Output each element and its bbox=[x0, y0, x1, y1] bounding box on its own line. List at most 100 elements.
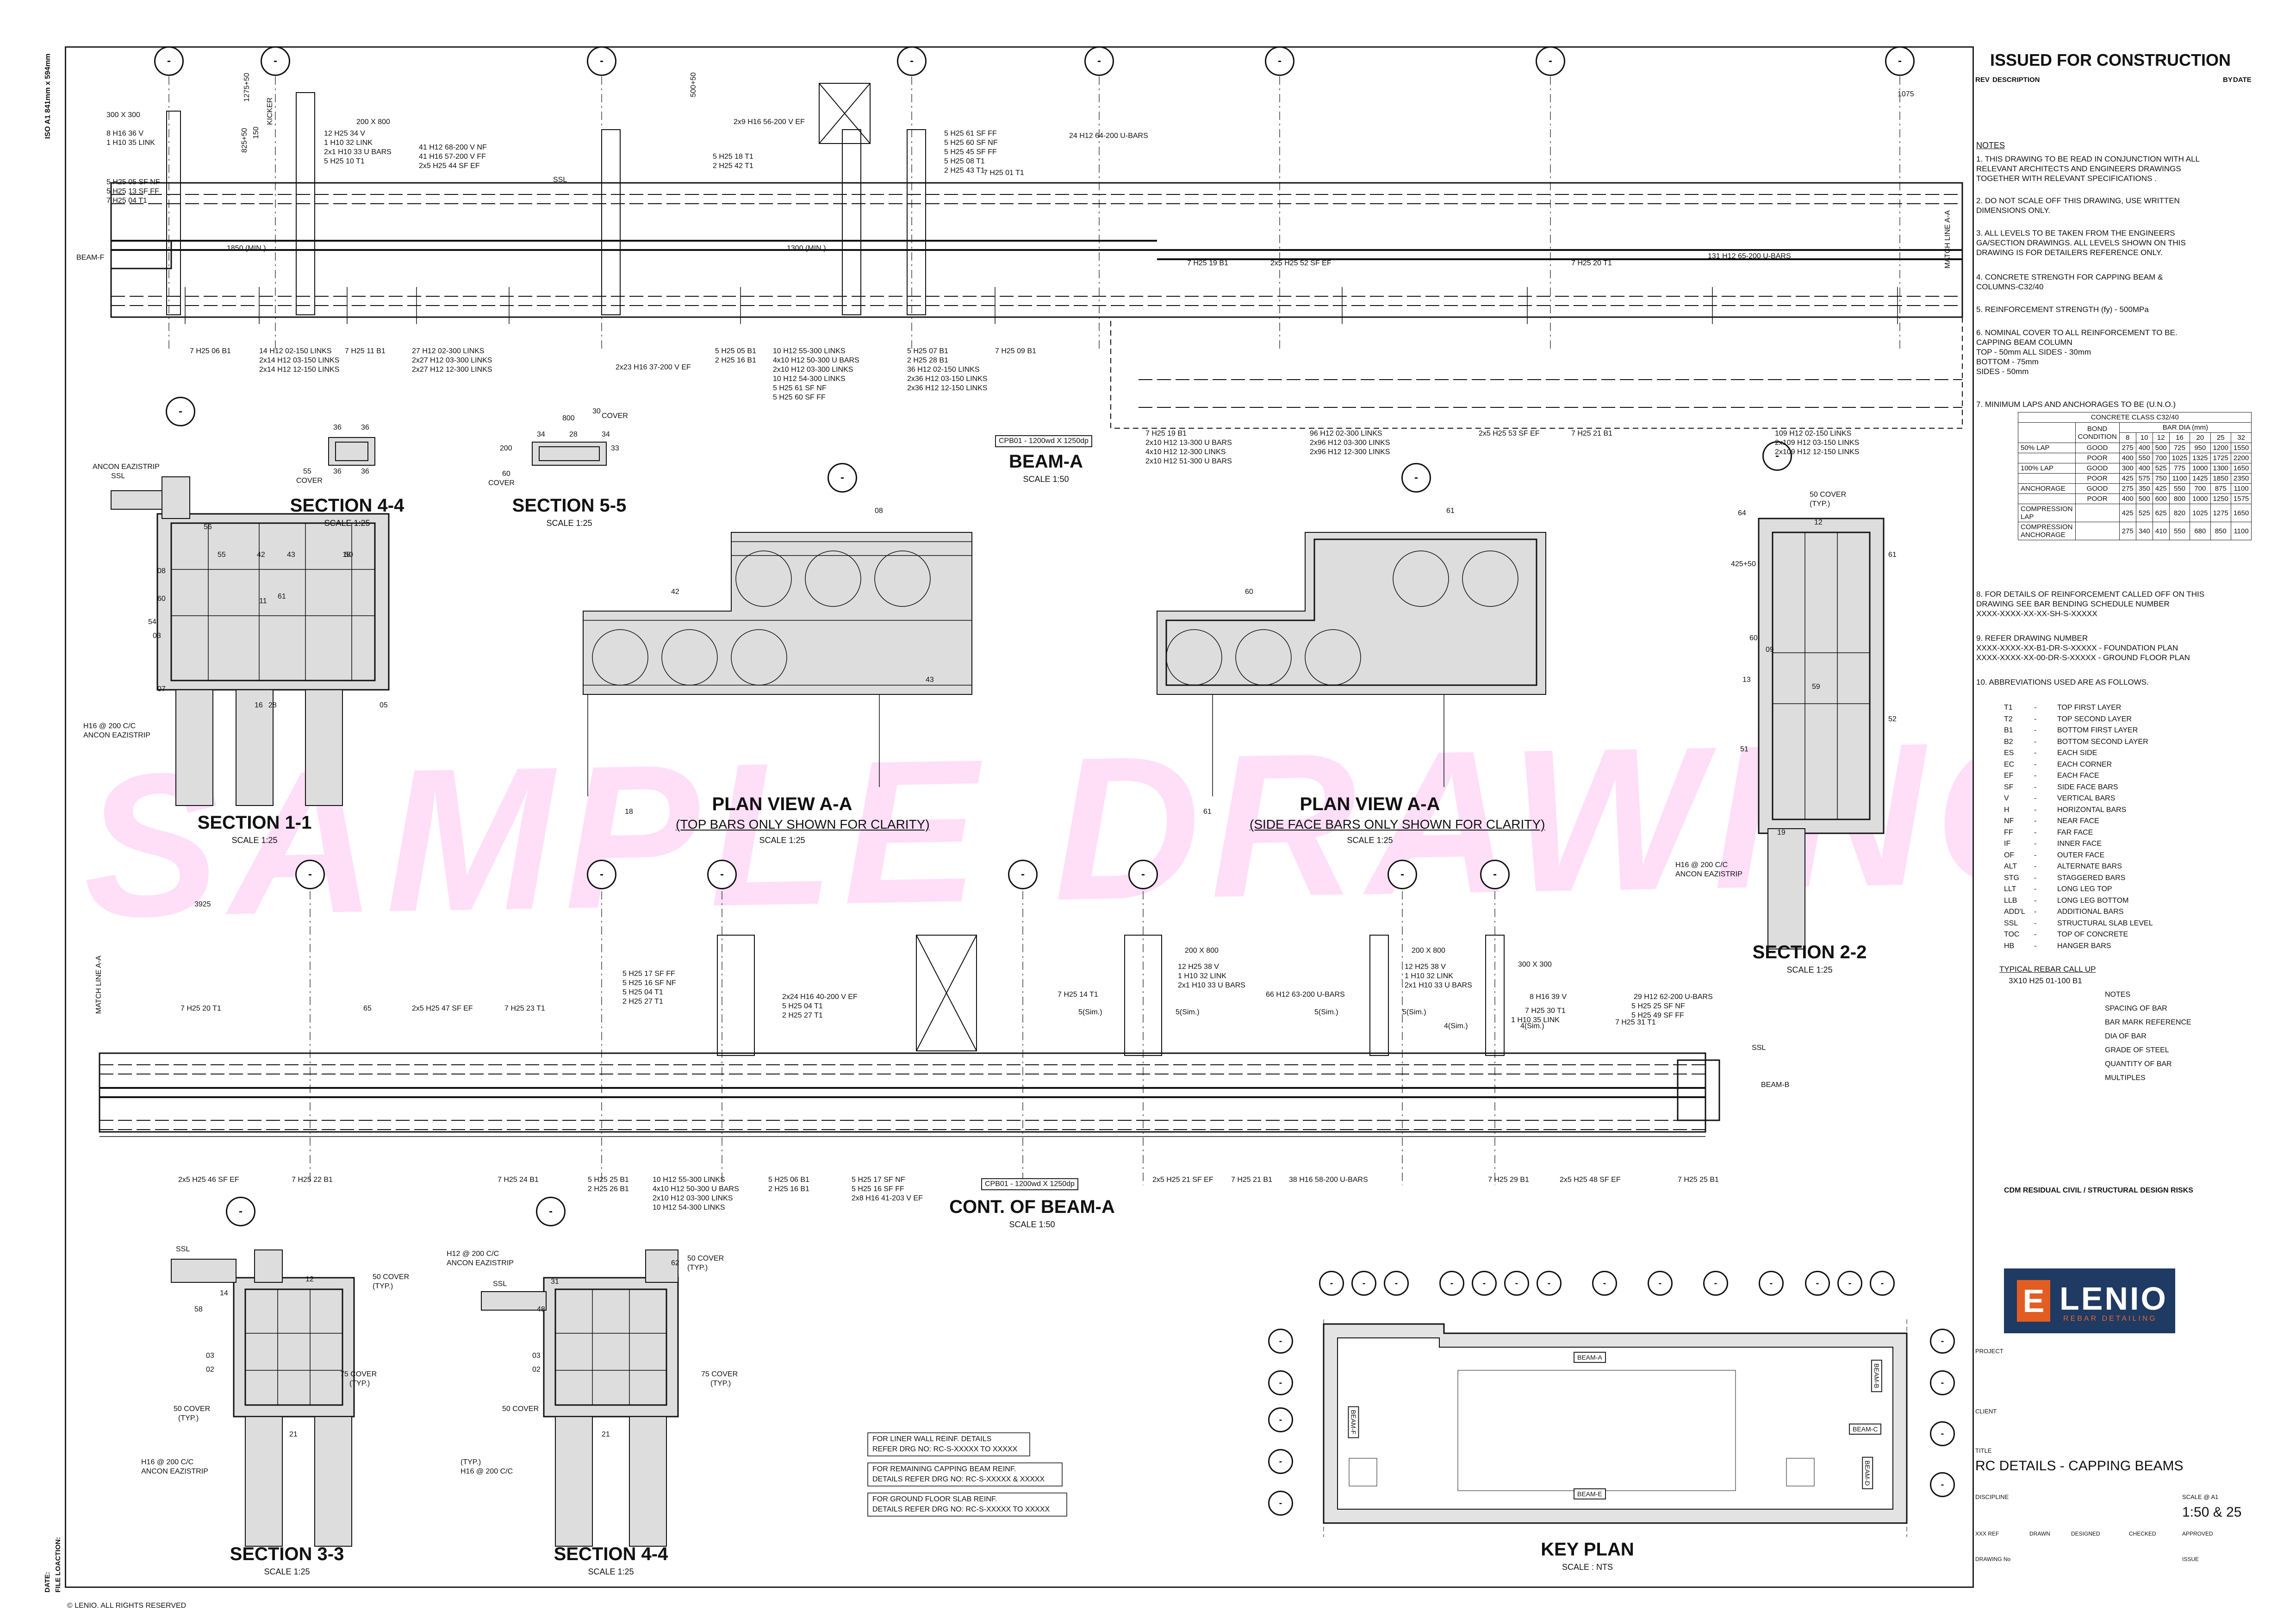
section-label: 36 bbox=[361, 424, 369, 431]
opening-box bbox=[819, 83, 871, 144]
key-plan-grid-marker: - bbox=[1504, 1271, 1529, 1296]
section-label: 61 bbox=[1888, 551, 1897, 559]
section-label: 50 COVER bbox=[687, 1255, 724, 1262]
abbreviation-meaning: STRUCTURAL SLAB LEVEL bbox=[2057, 919, 2153, 927]
beam-a-link-label: 10 H12 55-300 LINKS bbox=[773, 347, 846, 355]
section-2-2-title: SECTION 2-2 bbox=[1752, 942, 1867, 962]
plan-view-1-subtitle: (TOP BARS ONLY SHOWN FOR CLARITY) bbox=[676, 817, 930, 831]
abbreviation-dash: - bbox=[2034, 806, 2037, 814]
abbreviation-code: FF bbox=[2004, 828, 2013, 837]
section-label: 02 bbox=[532, 1366, 541, 1374]
callup-part: NOTES bbox=[2105, 991, 2131, 999]
section-4-4-top-title: SECTION 4-4 bbox=[290, 495, 404, 516]
beam-a-rebar-label: 2x9 H16 56-200 V EF bbox=[734, 118, 805, 126]
cont-beam-rebar-label: 5(Sim.) bbox=[1314, 1008, 1338, 1016]
cont-beam-outline bbox=[99, 1052, 1706, 1133]
section-label: 75 COVER bbox=[340, 1370, 377, 1378]
section-label: 36 bbox=[361, 468, 369, 475]
beam-a-link-label: 2x10 H12 13-300 U BARS bbox=[1145, 439, 1232, 447]
callup-example: 3X10 H25 01-100 B1 bbox=[2009, 976, 2082, 985]
plan-view-a-a-2-drawing bbox=[1157, 532, 1546, 796]
section-label: 42 bbox=[671, 588, 679, 596]
abbreviation-code: IF bbox=[2004, 840, 2011, 848]
callup-part: DIA OF BAR bbox=[2105, 1032, 2147, 1040]
key-plan-drawing bbox=[1323, 1319, 1908, 1537]
beam-a-link-label: 2x14 H12 03-150 LINKS bbox=[259, 356, 340, 364]
beam-a-link-label: 2x109 H12 03-150 LINKS bbox=[1775, 439, 1860, 447]
cont-beam-rebar-label: 200 X 800 bbox=[1412, 947, 1445, 955]
abbreviation-dash: - bbox=[2034, 908, 2037, 916]
section-2-2-scale: SCALE 1:25 bbox=[1786, 965, 1833, 974]
abbreviation-dash: - bbox=[2034, 919, 2037, 927]
column-4 bbox=[842, 129, 861, 315]
beam-a-link-label: 5 H25 60 SF FF bbox=[773, 394, 826, 401]
section-label: 61 bbox=[1446, 507, 1455, 515]
cont-beam-title: CONT. OF BEAM-A bbox=[949, 1197, 1115, 1217]
abbreviation-code: ADD'L bbox=[2004, 908, 2025, 916]
abbreviation-meaning: BOTTOM SECOND LAYER bbox=[2057, 737, 2148, 746]
cont-beam-rebar-label: 12 H25 38 V bbox=[1178, 963, 1219, 971]
beam-a-rebar-label: 2 H25 43 T1 bbox=[944, 167, 985, 175]
section-label: 60 bbox=[1245, 588, 1253, 596]
key-plan-grid-marker: - bbox=[1930, 1370, 1955, 1395]
grid-marker: - bbox=[897, 46, 927, 76]
section-label: 52 bbox=[1888, 715, 1897, 723]
beam-a-rebar-label: 1 H10 35 LINK bbox=[106, 139, 155, 147]
note-line: DRAWING IS FOR DETAILERS REFERENCE ONLY. bbox=[1976, 248, 2163, 257]
abbreviation-code: B1 bbox=[2004, 726, 2013, 734]
section-label: 33 bbox=[611, 444, 619, 452]
beam-a-rebar-label: 5 H25 05 SF NF bbox=[106, 178, 160, 186]
abbreviation-code: ALT bbox=[2004, 862, 2017, 870]
beam-a-rebar-label: 2x5 H25 52 SF EF bbox=[1270, 259, 1332, 267]
section-label: 50 COVER bbox=[1810, 491, 1847, 499]
beam-a-link-label: 4x10 H12 12-300 LINKS bbox=[1145, 448, 1226, 456]
beam-a-rebar-label: 1300 (MIN.) bbox=[787, 244, 826, 252]
cont-beam-rebar-label: 2x24 H16 40-200 V EF bbox=[782, 993, 858, 1001]
plan-view-a-a-1-drawing bbox=[583, 532, 972, 796]
cont-beam-link-label: 7 H25 29 B1 bbox=[1488, 1176, 1529, 1184]
section-label: 21 bbox=[602, 1430, 610, 1438]
logo-mark-icon: E bbox=[2017, 1280, 2050, 1322]
beam-a-rebar-label: 7 H25 19 B1 bbox=[1187, 259, 1228, 267]
note-line: 8. FOR DETAILS OF REINFORCEMENT CALLED O… bbox=[1976, 590, 2205, 599]
grid-marker: - bbox=[1480, 860, 1510, 889]
cont-beam-link-label: 7 H25 24 B1 bbox=[498, 1176, 539, 1184]
plan-view-2-title: PLAN VIEW A-A bbox=[1300, 794, 1440, 814]
cont-beam-link-label: 2 H25 26 B1 bbox=[588, 1185, 629, 1193]
abbreviation-dash: - bbox=[2034, 715, 2037, 723]
cont-beam-rebar-label: MATCH LINE A-A bbox=[95, 956, 103, 1014]
cont-beam-link-label: 7 H25 21 B1 bbox=[1231, 1176, 1272, 1184]
abbreviation-meaning: SIDE FACE BARS bbox=[2057, 783, 2118, 791]
beam-a-link-label: 2 H25 16 B1 bbox=[715, 356, 756, 364]
logo-name: LENIO bbox=[2060, 1280, 2168, 1317]
section-label: 54 bbox=[148, 618, 156, 626]
cont-beam-rebar-label: 1 H10 32 LINK bbox=[1405, 972, 1453, 980]
beam-a-link-label: 2x5 H25 53 SF EF bbox=[1479, 430, 1540, 437]
abbreviation-meaning: LONG LEG BOTTOM bbox=[2057, 896, 2129, 905]
key-plan-grid-marker: - bbox=[1805, 1271, 1830, 1296]
cont-beam-rebar-label: 7 H25 31 T1 bbox=[1615, 1018, 1656, 1026]
beam-a-scale: SCALE 1:50 bbox=[1023, 475, 1069, 484]
lenio-logo: E LENIO REBAR DETAILING bbox=[2004, 1268, 2175, 1333]
section-label: 60 bbox=[1749, 634, 1758, 642]
beam-a-rebar-label: 7 H25 20 T1 bbox=[1571, 259, 1612, 267]
grid-marker: - bbox=[1885, 46, 1915, 76]
section-label: ANCON EAZISTRIP bbox=[447, 1259, 514, 1267]
key-plan-beam-c: BEAM-C bbox=[1849, 1424, 1882, 1435]
beam-a-link-label: 2x10 H12 03-300 LINKS bbox=[773, 366, 853, 374]
abbreviation-dash: - bbox=[2034, 749, 2037, 757]
cont-beam-link-label: 5 H25 06 B1 bbox=[768, 1176, 809, 1184]
section-label: 43 bbox=[926, 676, 934, 684]
beam-a-rebar-label: 825+50 bbox=[241, 128, 249, 153]
ref-note-3a: FOR GROUND FLOOR SLAB REINF. bbox=[872, 1495, 997, 1503]
abbreviation-meaning: NEAR FACE bbox=[2057, 817, 2099, 825]
abbreviation-code: LLT bbox=[2004, 885, 2016, 893]
cdm-heading: CDM RESIDUAL CIVIL / STRUCTURAL DESIGN R… bbox=[2004, 1187, 2193, 1194]
section-label: 425+50 bbox=[1731, 560, 1756, 568]
cont-beam-rebar-label: 2x1 H10 33 U BARS bbox=[1405, 981, 1472, 989]
section-label: 61 bbox=[278, 593, 286, 600]
beam-a-rebar-label: 300 X 300 bbox=[106, 111, 140, 119]
section-label: ANCON EAZISTRIP bbox=[1675, 870, 1742, 878]
section-label: (TYP.) bbox=[460, 1458, 481, 1466]
